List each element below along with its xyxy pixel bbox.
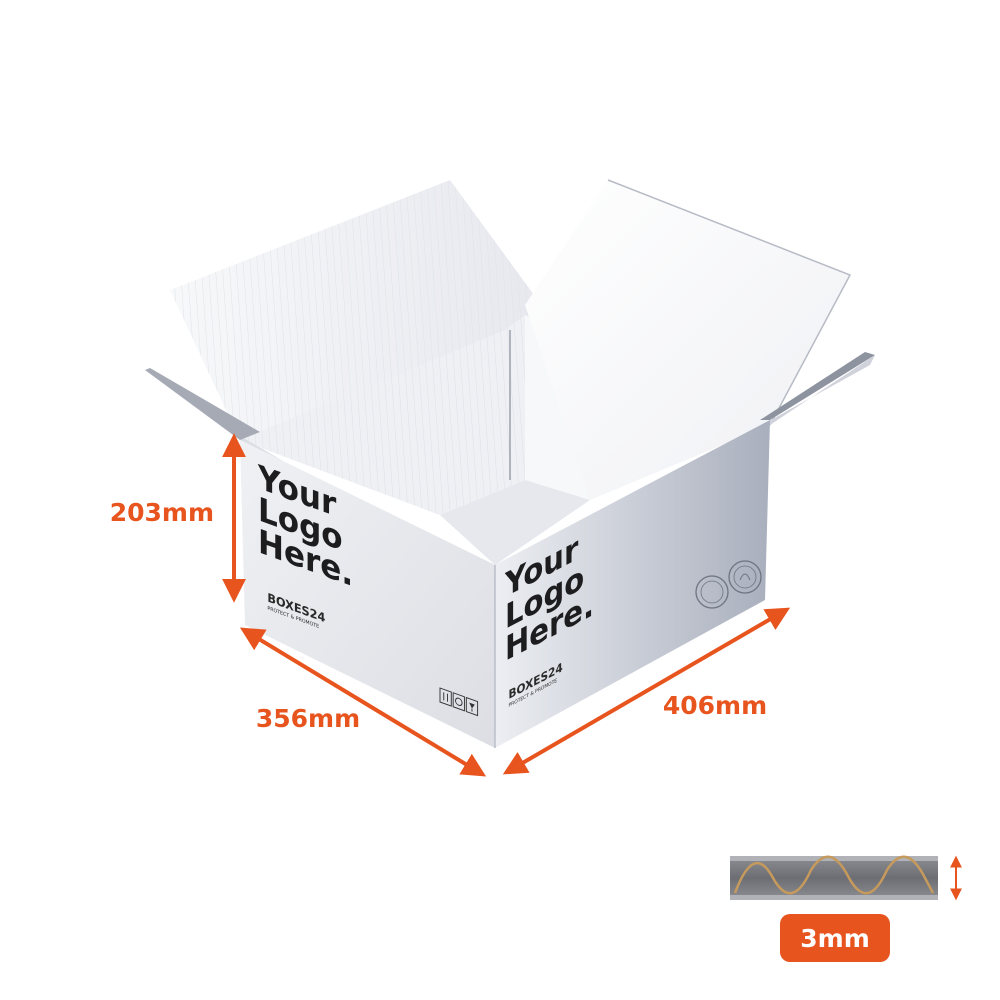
dimension-depth: 356mm xyxy=(239,627,487,777)
interior-floor xyxy=(440,480,590,565)
fsc-seal xyxy=(728,560,762,594)
flute-thickness-badge xyxy=(780,914,890,962)
height-label: 203mm xyxy=(110,498,214,527)
right-flap-edge xyxy=(607,179,852,426)
front-left-flap-top xyxy=(145,368,260,440)
front-right-flap-top xyxy=(760,352,875,420)
certification-seals xyxy=(695,560,762,609)
width-arrow xyxy=(502,607,791,775)
flute-board xyxy=(730,856,938,900)
dimension-width: 406mm xyxy=(502,607,791,775)
flute-thickness-label: 3mm xyxy=(800,924,870,953)
width-label: 406mm xyxy=(663,691,767,720)
corrugated-box: Your Logo Here. BOXES24 PROTECT & PROMOT… xyxy=(145,179,875,748)
flute-wave xyxy=(733,855,935,895)
flute-profile: 3mm xyxy=(730,855,962,962)
depth-label: 356mm xyxy=(256,704,360,733)
dimension-height: 203mm xyxy=(110,433,246,603)
depth-arrow xyxy=(239,627,487,777)
interior-back-wall-ribs xyxy=(240,315,525,515)
